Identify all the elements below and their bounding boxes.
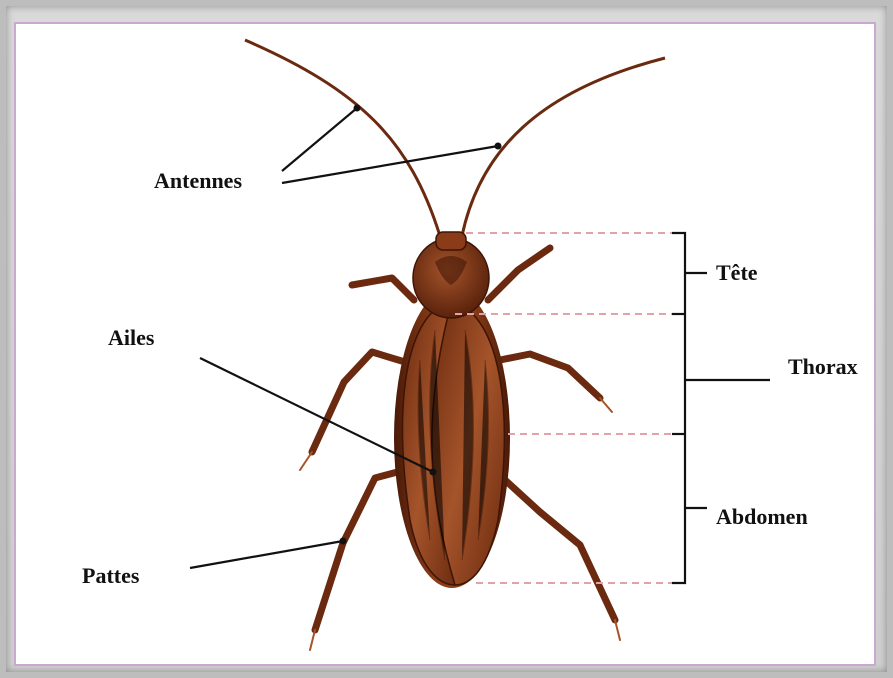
label-pattes: Pattes xyxy=(82,565,139,587)
label-thorax: Thorax xyxy=(788,356,858,378)
label-abdomen: Abdomen xyxy=(716,506,808,528)
head xyxy=(436,232,466,250)
label-antennes: Antennes xyxy=(154,170,242,192)
label-tete: Tête xyxy=(716,262,758,284)
left-antenna xyxy=(245,40,440,236)
label-ailes: Ailes xyxy=(108,327,154,349)
segment-brackets xyxy=(672,233,770,583)
